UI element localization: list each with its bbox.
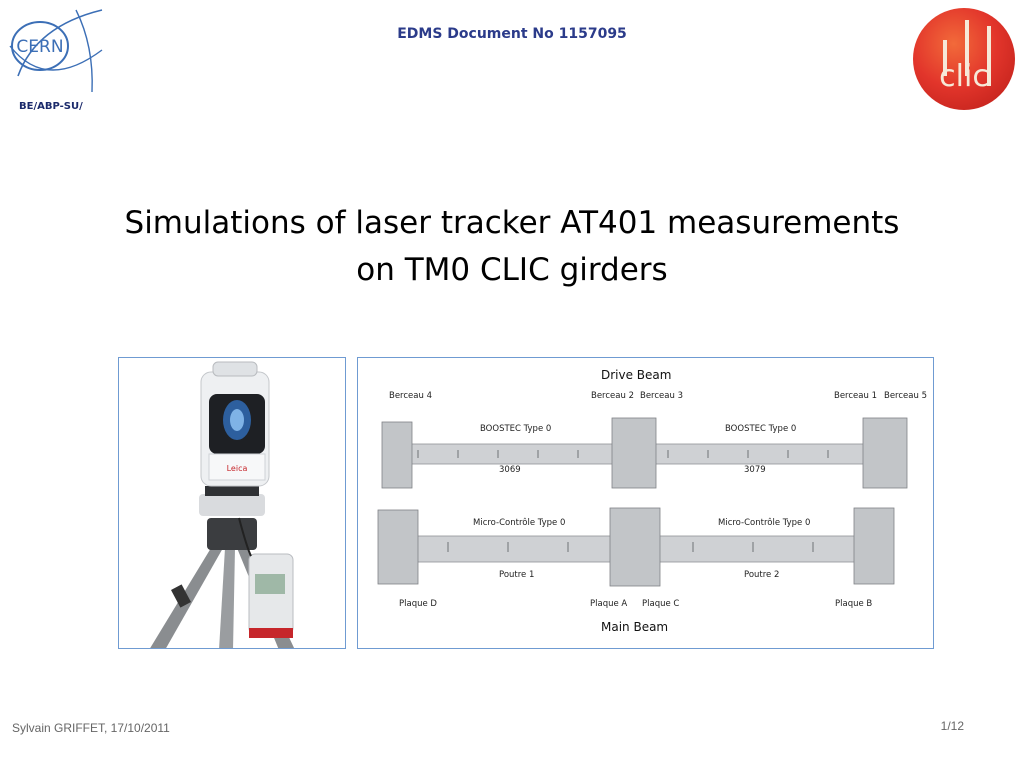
title-line-2: on TM0 CLIC girders bbox=[356, 252, 668, 288]
laser-tracker-photo: Leica bbox=[118, 357, 346, 649]
plaque-d-label: Plaque D bbox=[399, 599, 437, 609]
cern-logo-text: CERN bbox=[16, 37, 63, 57]
clic-logo-text: clic bbox=[939, 59, 989, 94]
edms-document-number: EDMS Document No 1157095 bbox=[397, 26, 627, 42]
drive-beam-label: Drive Beam bbox=[601, 368, 672, 382]
boostec-right-label: BOOSTEC Type 0 bbox=[725, 424, 797, 434]
girder-right-id: 3079 bbox=[744, 465, 766, 475]
berceau-2-label: Berceau 2 bbox=[591, 391, 634, 401]
cern-logo: CERN bbox=[6, 6, 104, 96]
plaque-a-label: Plaque A bbox=[590, 599, 628, 609]
laser-tracker-illustration: Leica bbox=[150, 361, 295, 648]
micro-controle-left-label: Micro-Contrôle Type 0 bbox=[473, 518, 566, 528]
department-label: BE/ABP-SU/ bbox=[19, 101, 83, 112]
berceau-4-label: Berceau 4 bbox=[389, 391, 432, 401]
plaque-c-label: Plaque C bbox=[642, 599, 680, 609]
berceau-3-label: Berceau 3 bbox=[640, 391, 683, 401]
boostec-left-label: BOOSTEC Type 0 bbox=[480, 424, 552, 434]
clic-logo: clic bbox=[911, 6, 1017, 112]
title-line-1: Simulations of laser tracker AT401 measu… bbox=[124, 205, 900, 241]
footer-author-date: Sylvain GRIFFET, 17/10/2011 bbox=[12, 721, 170, 735]
poutre-2-label: Poutre 2 bbox=[744, 570, 780, 580]
girder-layout-diagram: Drive Beam Berceau 4 Berceau 2 Berceau 3… bbox=[357, 357, 934, 649]
leica-brand-text: Leica bbox=[227, 464, 248, 473]
girder-left-id: 3069 bbox=[499, 465, 521, 475]
girder-drawing bbox=[377, 417, 908, 587]
footer-page-number: 1/12 bbox=[940, 719, 964, 733]
main-beam-label: Main Beam bbox=[601, 620, 669, 634]
micro-controle-right-label: Micro-Contrôle Type 0 bbox=[718, 518, 811, 528]
slide-title: Simulations of laser tracker AT401 measu… bbox=[60, 200, 964, 294]
berceau-5-label: Berceau 5 bbox=[884, 391, 927, 401]
poutre-1-label: Poutre 1 bbox=[499, 570, 535, 580]
plaque-b-label: Plaque B bbox=[835, 599, 873, 609]
berceau-1-label: Berceau 1 bbox=[834, 391, 877, 401]
